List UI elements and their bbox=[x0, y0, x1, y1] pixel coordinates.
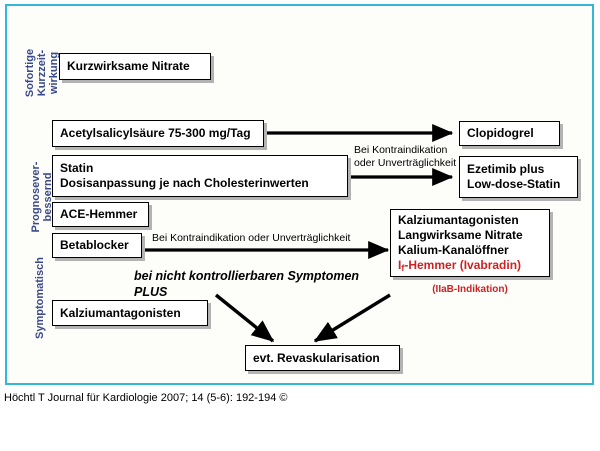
box-kalziumantagonisten-left[interactable]: Kalziumantagonisten bbox=[52, 300, 208, 326]
box-line: Ezetimib plus bbox=[467, 162, 545, 176]
box-line: Low-dose-Statin bbox=[467, 177, 561, 191]
box-line: Acetylsalicylsäure 75-300 mg/Tag bbox=[60, 126, 251, 140]
box-statin[interactable]: Statin Dosisanpassung je nach Cholesteri… bbox=[52, 155, 348, 197]
box-kurzwirksame-nitrate[interactable]: Kurzwirksame Nitrate bbox=[59, 53, 211, 80]
box-line: Statin bbox=[60, 161, 94, 175]
category-label-sofortige-kurzzeitwirkung: Sofortige Kurzzeit- wirkung bbox=[24, 48, 60, 98]
category-label-prognoseverbessernd: Prognosever- bessernd bbox=[30, 161, 54, 233]
if-hemmer-subscript: f bbox=[401, 262, 405, 273]
if-hemmer-suffix: -Hemmer (Ivabradin) bbox=[404, 257, 522, 272]
box-ace-hemmer[interactable]: ACE-Hemmer bbox=[52, 202, 149, 227]
category-label-symptomatisch: Symptomatisch bbox=[34, 257, 46, 339]
box-ezetimib[interactable]: Ezetimib plus Low-dose-Statin bbox=[459, 156, 578, 198]
box-line-if-hemmer: If-Hemmer (Ivabradin) bbox=[398, 258, 542, 274]
box-clopidogrel[interactable]: Clopidogrel bbox=[459, 121, 560, 146]
caption-kontraindikation-two-line: Bei Kontraindikation oder Unverträglichk… bbox=[354, 144, 457, 169]
box-line: Langwirksame Nitrate bbox=[398, 227, 523, 242]
footer-citation: Höchtl T Journal für Kardiologie 2007; 1… bbox=[4, 392, 288, 404]
if-hemmer-prefix: I bbox=[398, 257, 402, 272]
box-line: ACE-Hemmer bbox=[60, 207, 138, 221]
box-line: Kalziumantagonisten bbox=[60, 305, 181, 320]
box-symptomatic-group[interactable]: Kalziumantagonisten Langwirksame Nitrate… bbox=[390, 209, 550, 277]
box-line: Clopidogrel bbox=[467, 126, 534, 140]
box-betablocker[interactable]: Betablocker bbox=[52, 233, 142, 258]
box-line: Betablocker bbox=[60, 238, 129, 252]
box-revaskularisation[interactable]: evt. Revaskularisation bbox=[245, 345, 400, 371]
box-line: Dosisanpassung je nach Cholesterinwerten bbox=[60, 176, 309, 190]
caption-iiab-indikation: (IIaB-Indikation) bbox=[432, 284, 508, 295]
box-line: Kalium-Kanalöffner bbox=[398, 242, 509, 257]
box-line: evt. Revaskularisation bbox=[253, 350, 380, 365]
caption-symptome-plus: bei nicht kontrollierbaren Symptomen PLU… bbox=[134, 269, 360, 299]
caption-kontraindikation-one-line: Bei Kontraindikation oder Unverträglichk… bbox=[152, 232, 351, 244]
box-line: Kalziumantagonisten bbox=[398, 212, 519, 227]
box-acetylsalicylsaeure[interactable]: Acetylsalicylsäure 75-300 mg/Tag bbox=[52, 120, 264, 147]
box-line: Kurzwirksame Nitrate bbox=[67, 59, 190, 73]
